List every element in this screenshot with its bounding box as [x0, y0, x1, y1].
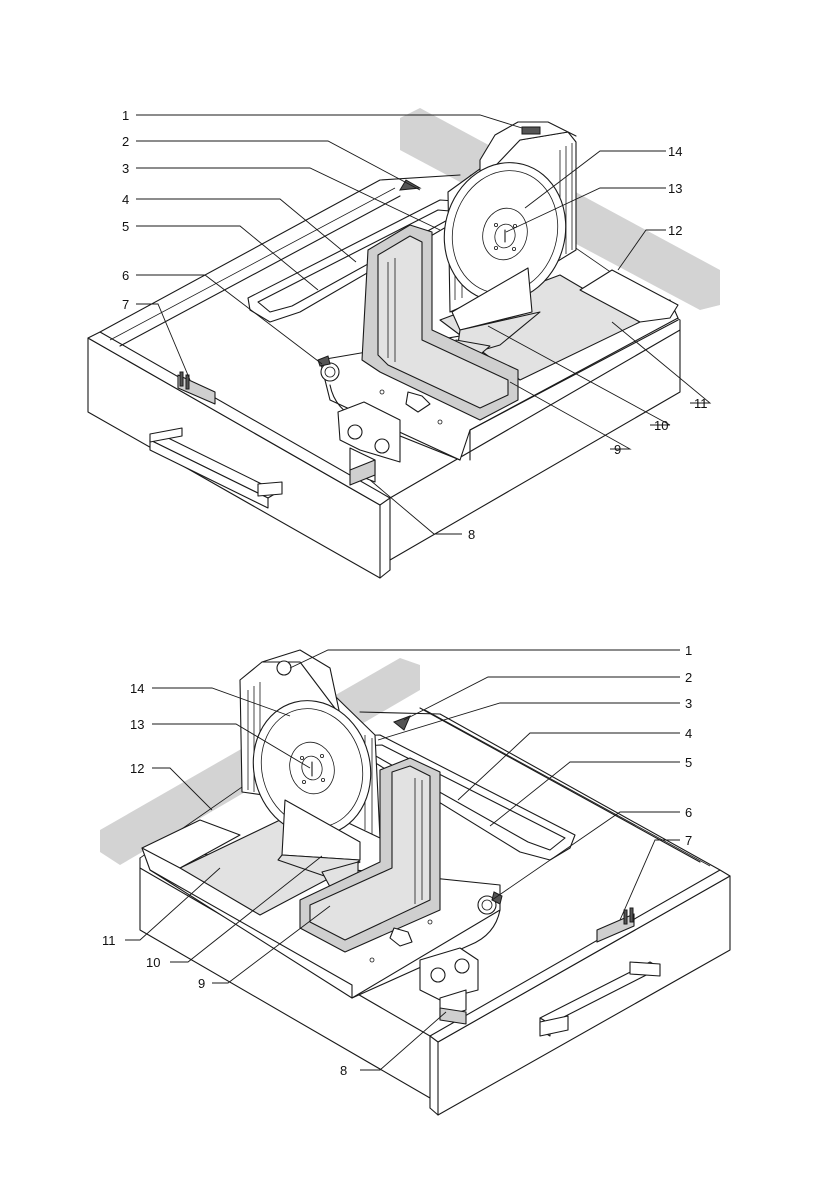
- callout-5: 5: [685, 755, 692, 770]
- figure-bottom: 1 2 3 4 5 6 7 8 9 10 11 12 13 14: [100, 643, 730, 1115]
- on-off-switch-icon: [277, 661, 291, 675]
- callout-12: 12: [668, 223, 682, 238]
- callout-12: 12: [130, 761, 144, 776]
- clamp-mechanism-bottom: [420, 948, 478, 1024]
- callout-10: 10: [146, 955, 160, 970]
- callout-1: 1: [685, 643, 692, 658]
- callout-13: 13: [668, 181, 682, 196]
- callout-9: 9: [614, 442, 621, 457]
- callout-13: 13: [130, 717, 144, 732]
- callout-3: 3: [122, 161, 129, 176]
- callout-2: 2: [685, 670, 692, 685]
- callout-6: 6: [685, 805, 692, 820]
- callout-5: 5: [122, 219, 129, 234]
- callout-8: 8: [468, 527, 475, 542]
- callout-3: 3: [685, 696, 692, 711]
- callout-11: 11: [694, 396, 708, 411]
- on-off-switch-icon: [522, 127, 540, 134]
- callout-9: 9: [198, 976, 205, 991]
- callout-14: 14: [130, 681, 144, 696]
- callout-7: 7: [685, 833, 692, 848]
- callout-2: 2: [122, 134, 129, 149]
- callout-4: 4: [122, 192, 129, 207]
- callout-11: 11: [102, 933, 116, 948]
- callout-14: 14: [668, 144, 682, 159]
- callout-4: 4: [685, 726, 692, 741]
- figure-top: 1 2 3 4 5 6 7 8 9 10 11 12 13 14: [88, 108, 720, 578]
- callout-1: 1: [122, 108, 129, 123]
- callout-10: 10: [654, 418, 668, 433]
- callout-8: 8: [340, 1063, 347, 1078]
- callout-6: 6: [122, 268, 129, 283]
- callout-7: 7: [122, 297, 129, 312]
